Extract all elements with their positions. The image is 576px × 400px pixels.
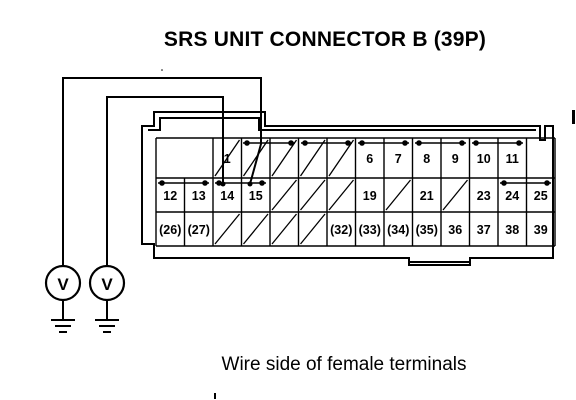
probe-tip-2: [220, 181, 226, 187]
empty-cavity-slash: [214, 213, 241, 245]
terminal-number: (35): [416, 223, 438, 237]
terminal-number: 25: [534, 189, 548, 203]
terminal-number: (27): [188, 223, 210, 237]
empty-cavity-slash: [299, 179, 326, 211]
terminal-number: 36: [448, 223, 462, 237]
probe-tips: [220, 181, 253, 187]
voltmeter-1-label: V: [57, 275, 69, 294]
housing-outline: [141, 111, 554, 266]
terminal-number: 1: [224, 152, 231, 166]
housing-inner-edge: [148, 117, 536, 131]
terminal-number: (33): [359, 223, 381, 237]
terminal-number: 21: [420, 189, 434, 203]
terminal-number: 8: [423, 152, 430, 166]
terminal-number: 37: [477, 223, 491, 237]
shorting-bars: [158, 140, 551, 186]
empty-cavity-slash: [442, 179, 469, 211]
terminal-number: 39: [534, 223, 548, 237]
shorting-bar-3: [358, 140, 409, 146]
empty-cavity-slash: [214, 139, 241, 177]
ground-icon: [51, 319, 75, 333]
voltmeter-1: V: [44, 264, 82, 333]
empty-cavity-slash: [271, 139, 298, 177]
shorting-bar-6: [158, 180, 209, 186]
terminal-number: 6: [366, 152, 373, 166]
shorting-bar-4: [415, 140, 466, 146]
terminal-number: 38: [505, 223, 519, 237]
terminal-grid: [155, 137, 556, 247]
diagram-title: SRS UNIT CONNECTOR B (39P): [163, 28, 487, 51]
empty-cavity-slash: [328, 179, 355, 211]
empty-cavity-slash: [271, 179, 298, 211]
shorting-bar-8: [500, 180, 551, 186]
ground-icon: [95, 319, 119, 333]
terminal-number: 9: [452, 152, 459, 166]
terminal-number: (32): [330, 223, 352, 237]
shorting-bar-5: [472, 140, 523, 146]
terminal-number: 13: [192, 189, 206, 203]
empty-cavity-slash: [385, 179, 412, 211]
terminal-number: 14: [220, 189, 234, 203]
probe-wire-2: [106, 96, 224, 268]
empty-cavity-slash: [299, 139, 326, 177]
probe-wire-1: [62, 77, 262, 268]
probe-wires: [62, 77, 262, 268]
empty-cavity-slash: [242, 139, 269, 177]
shorting-bar-1: [243, 140, 295, 146]
diagram-caption: Wire side of female terminals: [221, 354, 467, 375]
scan-marks: [161, 69, 575, 399]
terminal-numbers: 1 6 7 8 9 10 11 12 13 14 15 19 21 23 24 25 (26) (27) (32) (…: [159, 152, 548, 237]
terminal-number: (34): [387, 223, 409, 237]
terminal-number: 10: [477, 152, 491, 166]
terminal-number: 24: [505, 189, 519, 203]
empty-cavity-slash: [271, 213, 298, 245]
probe-tip-1: [247, 181, 253, 187]
voltmeter-2: V: [88, 264, 126, 333]
voltmeter-2-label: V: [101, 275, 113, 294]
empty-cavity-slash: [299, 213, 326, 245]
terminal-number: (26): [159, 223, 181, 237]
empty-cavity-marks: [214, 139, 469, 245]
shorting-bar-2: [301, 140, 352, 146]
empty-cavity-slash: [242, 213, 269, 245]
terminal-number: 19: [363, 189, 377, 203]
terminal-number: 7: [395, 152, 402, 166]
empty-cavity-slash: [328, 139, 355, 177]
terminal-number: 15: [249, 189, 263, 203]
connector-housing: [141, 111, 554, 266]
terminal-number: 23: [477, 189, 491, 203]
terminal-number: 12: [163, 189, 177, 203]
terminal-number: 11: [506, 152, 519, 166]
